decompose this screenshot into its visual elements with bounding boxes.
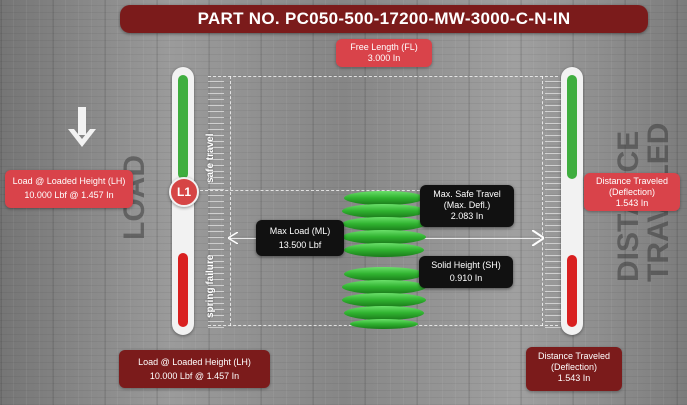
max-load-value: 13.500 Lbf bbox=[278, 240, 322, 250]
free-length-label: Free Length (FL) bbox=[350, 42, 418, 52]
load-gauge-failure-fill bbox=[178, 253, 188, 327]
solid-height-value: 0.910 In bbox=[449, 273, 483, 283]
spring-graphic bbox=[342, 191, 426, 329]
max-safe-travel-label: Max. Safe Travel bbox=[433, 189, 501, 199]
distance-traveled-summary-value: 1.543 In bbox=[557, 373, 591, 383]
solid-height-box: Solid Height (SH) 0.910 In bbox=[419, 256, 513, 288]
distance-traveled-summary-label: Distance Traveled bbox=[537, 351, 611, 361]
spring-coils-lower bbox=[342, 267, 426, 329]
distance-traveled-value: 1.543 In bbox=[615, 198, 649, 208]
safe-travel-label: safe travel bbox=[205, 133, 216, 183]
max-safe-travel-value: 2.083 In bbox=[450, 211, 484, 221]
max-safe-travel-sub: (Max. Defl.) bbox=[443, 200, 491, 210]
arrow-down-icon bbox=[68, 107, 96, 147]
right-ruler bbox=[545, 78, 561, 328]
max-load-label: Max Load (ML) bbox=[269, 226, 331, 236]
spring-failure-label: spring failure bbox=[205, 254, 216, 318]
distance-gauge bbox=[561, 67, 583, 335]
free-length-line bbox=[208, 76, 558, 77]
load-loaded-height-box: Load @ Loaded Height (LH) 10.000 Lbf @ 1… bbox=[5, 170, 133, 208]
solid-height-label: Solid Height (SH) bbox=[431, 260, 501, 270]
distance-gauge-failure-fill bbox=[567, 255, 577, 327]
left-ruler bbox=[208, 78, 224, 328]
max-load-box: Max Load (ML) 13.500 Lbf bbox=[256, 220, 344, 256]
free-length-value: 3.000 In bbox=[367, 53, 401, 63]
load-loaded-height-summary-label: Load @ Loaded Height (LH) bbox=[138, 357, 251, 367]
spring-coils-upper bbox=[342, 191, 426, 257]
max-safe-travel-box: Max. Safe Travel (Max. Defl.) 2.083 In bbox=[420, 185, 514, 227]
arrow-right-icon bbox=[532, 230, 544, 246]
part-number-title: PART NO. PC050-500-17200-MW-3000-C-N-IN bbox=[120, 5, 648, 33]
load-gauge-safe-fill bbox=[178, 75, 188, 179]
distance-traveled-label: Distance Traveled bbox=[595, 176, 669, 186]
load-loaded-height-value: 10.000 Lbf @ 1.457 In bbox=[24, 190, 114, 200]
loaded-height-line bbox=[200, 190, 430, 191]
left-guide-line bbox=[230, 76, 231, 326]
distance-traveled-box: Distance Traveled (Deflection) 1.543 In bbox=[584, 173, 680, 211]
right-guide-line bbox=[542, 76, 543, 326]
free-length-box: Free Length (FL) 3.000 In bbox=[336, 39, 432, 67]
distance-traveled-summary-sub: (Deflection) bbox=[550, 362, 597, 372]
load-loaded-height-label: Load @ Loaded Height (LH) bbox=[12, 176, 126, 186]
l1-marker[interactable]: L1 bbox=[169, 177, 199, 207]
load-loaded-height-summary-value: 10.000 Lbf @ 1.457 In bbox=[149, 371, 240, 381]
distance-gauge-safe-fill bbox=[567, 75, 577, 179]
distance-traveled-sub: (Deflection) bbox=[608, 187, 655, 197]
load-loaded-height-summary: Load @ Loaded Height (LH) 10.000 Lbf @ 1… bbox=[119, 350, 270, 388]
arrow-left-icon bbox=[228, 232, 238, 244]
distance-traveled-summary: Distance Traveled (Deflection) 1.543 In bbox=[526, 347, 622, 391]
